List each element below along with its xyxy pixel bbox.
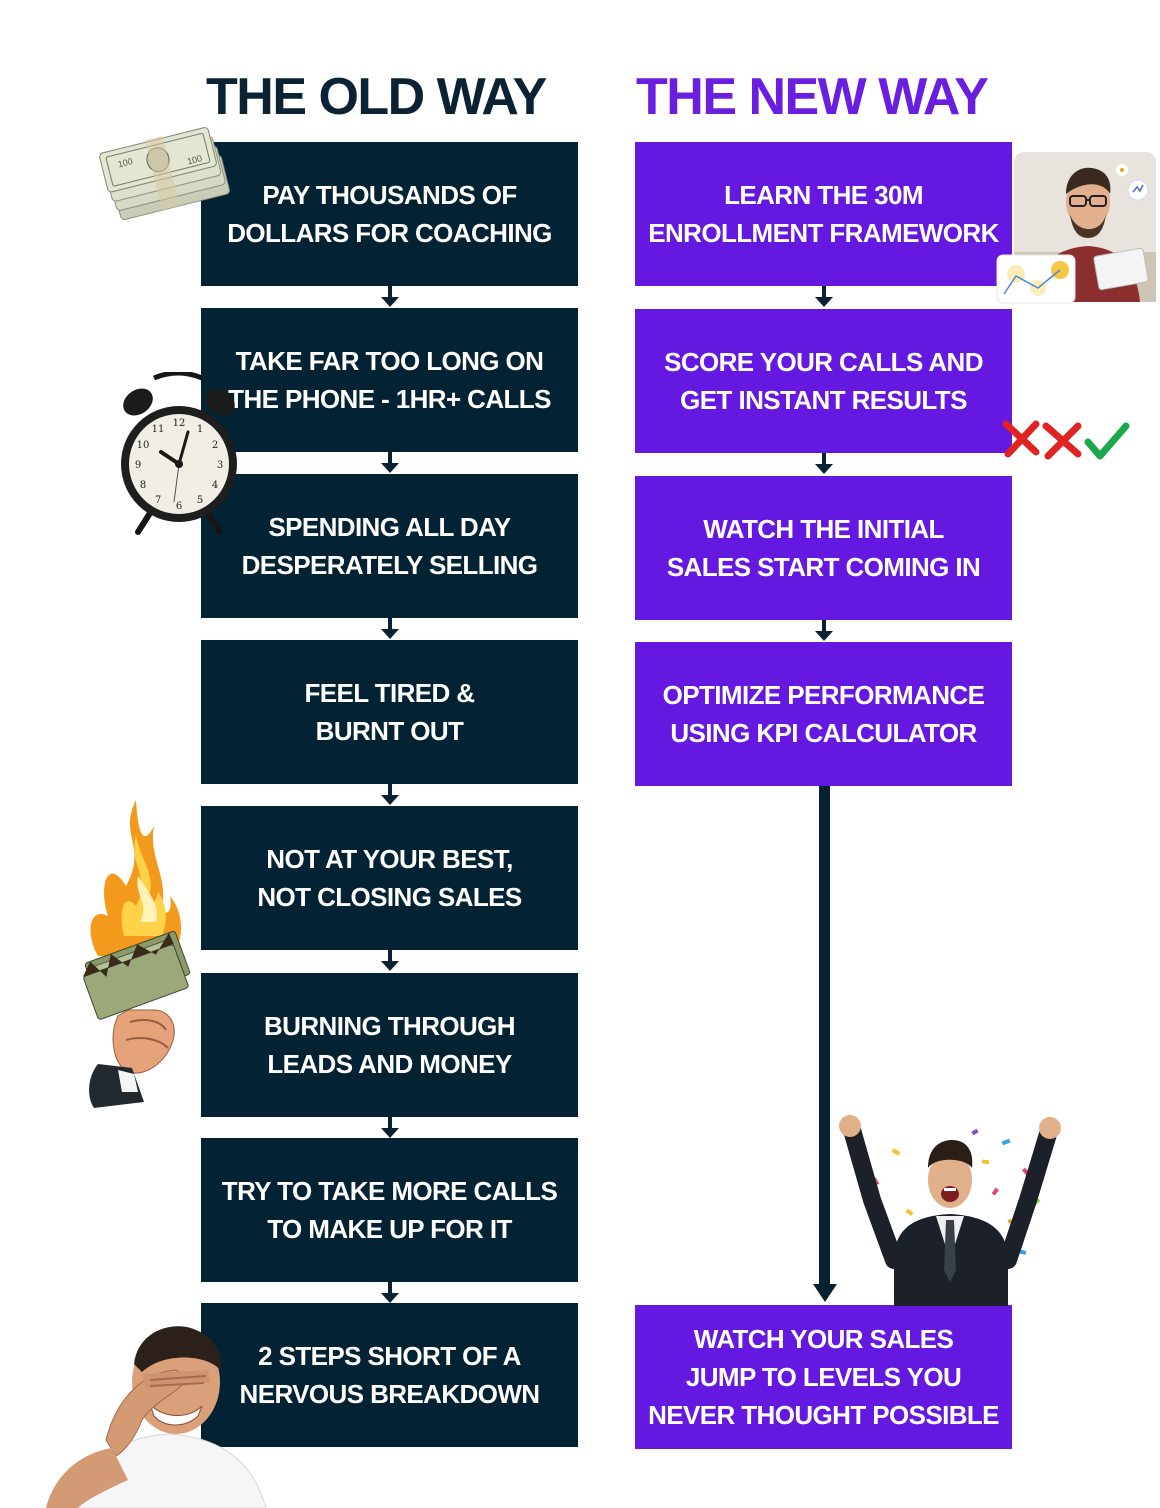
old-step-8: 2 STEPS SHORT OF A NERVOUS BREAKDOWN: [201, 1303, 578, 1447]
chart-card-icon: [996, 254, 1076, 304]
old-way-heading: THE OLD WAY: [206, 68, 547, 126]
old-step-1-line-2: DOLLARS FOR COACHING: [227, 218, 552, 248]
svg-text:100: 100: [186, 153, 203, 166]
old-step-6-line-1: BURNING THROUGH: [264, 1011, 516, 1041]
long-connector-arrowhead: [813, 1284, 837, 1302]
old-step-2: TAKE FAR TOO LONG ON THE PHONE - 1HR+ CA…: [201, 308, 578, 452]
new-arrow-3: [814, 620, 834, 642]
alarm-clock-icon: 12 1 2 3 4 5 6 7 8 9 10 11: [116, 370, 242, 536]
clock-numeral-7: 7: [155, 495, 161, 506]
clock-numeral-1: 1: [197, 424, 203, 435]
old-step-6-line-2: LEADS AND MONEY: [267, 1049, 512, 1079]
old-arrow-3: [380, 618, 400, 640]
new-step-3-line-2: SALES START COMING IN: [666, 552, 981, 582]
old-step-8-line-2: NERVOUS BREAKDOWN: [239, 1379, 541, 1409]
old-step-2-line-1: TAKE FAR TOO LONG ON: [235, 346, 544, 376]
old-arrow-2: [380, 452, 400, 474]
new-step-1: LEARN THE 30M ENROLLMENT FRAMEWORK: [635, 142, 1012, 286]
old-arrow-5: [380, 950, 400, 972]
old-step-3-line-2: DESPERATELY SELLING: [241, 550, 538, 580]
old-step-6: BURNING THROUGH LEADS AND MONEY: [201, 973, 578, 1117]
new-step-4-line-1: OPTIMIZE PERFORMANCE: [662, 680, 985, 710]
new-step-2-line-1: SCORE YOUR CALLS AND: [664, 347, 983, 377]
new-step-5-line-2: JUMP TO LEVELS YOU: [685, 1362, 962, 1392]
new-step-5-line-3: NEVER THOUGHT POSSIBLE: [648, 1400, 999, 1430]
old-step-8-line-1: 2 STEPS SHORT OF A: [258, 1341, 521, 1371]
new-step-4: OPTIMIZE PERFORMANCE USING KPI CALCULATO…: [635, 642, 1012, 786]
x-x-check-icon: [1000, 416, 1130, 464]
old-step-7-line-1: TRY TO TAKE MORE CALLS: [221, 1176, 558, 1206]
old-step-7: TRY TO TAKE MORE CALLS TO MAKE UP FOR IT: [201, 1138, 578, 1282]
new-step-3-line-1: WATCH THE INITIAL: [703, 514, 944, 544]
old-step-4-line-1: FEEL TIRED &: [304, 678, 475, 708]
long-connector-line: [819, 786, 830, 1284]
new-step-1-line-2: ENROLLMENT FRAMEWORK: [648, 218, 999, 248]
old-step-7-line-2: TO MAKE UP FOR IT: [267, 1214, 512, 1244]
clock-numeral-11: 11: [152, 424, 165, 435]
new-step-5: WATCH YOUR SALES JUMP TO LEVELS YOU NEVE…: [635, 1305, 1012, 1449]
new-step-2: SCORE YOUR CALLS AND GET INSTANT RESULTS: [635, 309, 1012, 453]
clock-numeral-12: 12: [173, 418, 186, 429]
new-step-3: WATCH THE INITIAL SALES START COMING IN: [635, 476, 1012, 620]
new-step-4-line-2: USING KPI CALCULATOR: [670, 718, 977, 748]
old-step-1: PAY THOUSANDS OF DOLLARS FOR COACHING: [201, 142, 578, 286]
old-step-3: SPENDING ALL DAY DESPERATELY SELLING: [201, 474, 578, 618]
celebrating-man-icon: [832, 1110, 1068, 1306]
old-step-4: FEEL TIRED & BURNT OUT: [201, 640, 578, 784]
burning-money-icon: [78, 796, 196, 1112]
old-step-5-line-2: NOT CLOSING SALES: [257, 882, 522, 912]
cash-stack-icon: 100 100: [96, 112, 236, 222]
new-step-2-line-2: GET INSTANT RESULTS: [680, 385, 967, 415]
clock-numeral-4: 4: [212, 480, 218, 491]
old-step-4-line-2: BURNT OUT: [315, 716, 464, 746]
old-step-5: NOT AT YOUR BEST, NOT CLOSING SALES: [201, 806, 578, 950]
clock-numeral-3: 3: [217, 460, 223, 471]
old-arrow-7: [380, 1282, 400, 1304]
new-step-1-line-1: LEARN THE 30M: [724, 180, 923, 210]
new-arrow-1: [814, 286, 834, 308]
new-step-5-line-1: WATCH YOUR SALES: [693, 1324, 954, 1354]
old-step-5-line-1: NOT AT YOUR BEST,: [266, 844, 513, 874]
svg-text:100: 100: [117, 156, 134, 169]
old-arrow-4: [380, 784, 400, 806]
old-arrow-6: [380, 1117, 400, 1139]
old-step-2-line-2: THE PHONE - 1HR+ CALLS: [228, 384, 551, 414]
clock-numeral-9: 9: [135, 460, 141, 471]
clock-numeral-10: 10: [137, 440, 150, 451]
clock-numeral-8: 8: [140, 480, 146, 491]
old-step-1-line-1: PAY THOUSANDS OF: [262, 180, 517, 210]
new-arrow-2: [814, 453, 834, 475]
old-step-3-line-1: SPENDING ALL DAY: [268, 512, 511, 542]
stressed-man-icon: [46, 1320, 290, 1508]
clock-numeral-6: 6: [176, 501, 182, 512]
clock-numeral-5: 5: [197, 495, 203, 506]
new-way-heading: THE NEW WAY: [636, 68, 989, 126]
clock-numeral-2: 2: [212, 440, 218, 451]
old-arrow-1: [380, 286, 400, 308]
